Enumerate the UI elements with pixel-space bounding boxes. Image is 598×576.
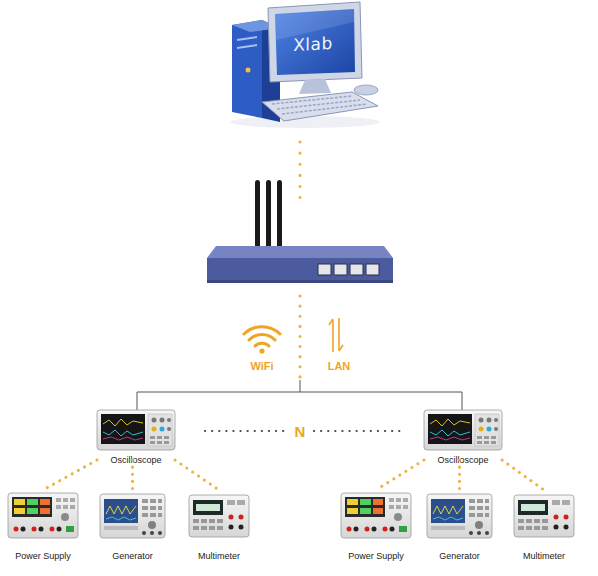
generator-node: Generator xyxy=(423,490,496,562)
wireless-link xyxy=(299,296,302,380)
dotted-connector xyxy=(175,460,219,490)
router-illustration xyxy=(207,180,393,283)
computer-node: Xlab xyxy=(228,0,388,128)
lan-symbol xyxy=(329,318,343,352)
count-label: N xyxy=(295,423,306,440)
dotted-connector xyxy=(502,460,544,490)
lan-label: LAN xyxy=(328,360,351,372)
wifi-symbol xyxy=(244,327,280,354)
power-supply-node: Power Supply xyxy=(336,490,416,562)
oscilloscope-node: Oscilloscope xyxy=(420,408,506,466)
oscilloscope-node: Oscilloscope xyxy=(93,408,179,466)
multimeter-illustration xyxy=(189,495,249,537)
device-label: Power Supply xyxy=(336,551,416,562)
device-label: Power Supply xyxy=(3,551,83,562)
network-bus xyxy=(137,380,462,410)
oscilloscope-illustration xyxy=(424,410,502,450)
generator-illustration xyxy=(100,494,165,538)
computer-illustration xyxy=(230,2,380,128)
generator-node: Generator xyxy=(96,490,169,562)
repeat-dots xyxy=(314,430,400,432)
dotted-connector xyxy=(43,460,97,490)
device-label: Generator xyxy=(423,551,496,562)
wireless-link xyxy=(299,142,302,205)
wifi-label: WiFi xyxy=(250,360,273,372)
dotted-connector xyxy=(132,460,133,490)
device-label: Multimeter xyxy=(508,551,580,562)
oscilloscope-illustration xyxy=(97,410,175,450)
device-label: Generator xyxy=(96,551,169,562)
multimeter-node: Multimeter xyxy=(183,490,255,562)
multimeter-node: Multimeter xyxy=(508,490,580,562)
power-supply-illustration xyxy=(341,493,411,538)
multimeter-illustration xyxy=(514,495,574,537)
device-label: Oscilloscope xyxy=(420,455,506,466)
dotted-connector xyxy=(459,460,460,490)
dotted-connector xyxy=(376,460,424,490)
screen-text: Xlab xyxy=(273,31,353,57)
repeat-dots xyxy=(205,430,288,432)
power-supply-node: Power Supply xyxy=(3,490,83,562)
device-label: Multimeter xyxy=(183,551,255,562)
power-supply-illustration xyxy=(8,493,78,538)
generator-illustration xyxy=(427,494,492,538)
device-label: Oscilloscope xyxy=(93,455,179,466)
